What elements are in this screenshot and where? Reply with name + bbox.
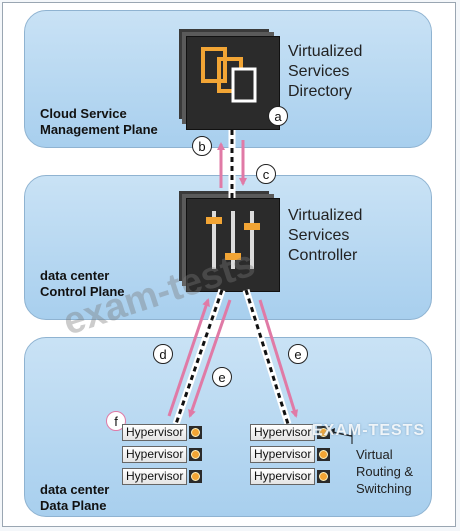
hypervisor-left-3: Hypervisor <box>122 468 203 485</box>
vrs-icon <box>189 470 203 483</box>
hypervisor-right-3: Hypervisor <box>250 468 331 485</box>
vrs-icon <box>317 426 331 439</box>
marker-c: c <box>256 164 276 184</box>
data-plane-label: data center Data Plane <box>40 482 110 513</box>
vrs-label: Virtual Routing & Switching <box>356 447 414 496</box>
services-directory-device <box>186 36 280 130</box>
hypervisor-label: Hypervisor <box>122 424 188 441</box>
hypervisor-left-2: Hypervisor <box>122 446 203 463</box>
hypervisor-left-1: Hypervisor <box>122 424 203 441</box>
management-plane-label: Cloud Service Management Plane <box>40 106 158 137</box>
marker-e-left: e <box>212 367 232 387</box>
services-controller-device <box>186 198 280 292</box>
marker-f: f <box>106 411 126 431</box>
hypervisor-label: Hypervisor <box>250 424 316 441</box>
vrs-icon <box>317 470 331 483</box>
data-plane <box>24 337 432 517</box>
hypervisor-label: Hypervisor <box>250 468 316 485</box>
hypervisor-right-2: Hypervisor <box>250 446 331 463</box>
marker-b: b <box>192 136 212 156</box>
vrs-icon <box>317 448 331 461</box>
controller-label: Virtualized Services Controller <box>288 207 363 264</box>
hypervisor-label: Hypervisor <box>122 446 188 463</box>
marker-a: a <box>268 106 288 126</box>
directory-windows-icon <box>201 47 257 103</box>
marker-d: d <box>153 344 173 364</box>
directory-label: Virtualized Services Directory <box>288 43 363 100</box>
hypervisor-label: Hypervisor <box>250 446 316 463</box>
watermark-small: EXAM-TESTS <box>312 422 426 439</box>
controller-sliders-icon <box>206 211 260 269</box>
control-plane-label: data center Control Plane <box>40 268 125 299</box>
vrs-icon <box>189 448 203 461</box>
vrs-icon <box>189 426 203 439</box>
marker-e-right: e <box>288 344 308 364</box>
hypervisor-right-1: Hypervisor <box>250 424 331 441</box>
hypervisor-label: Hypervisor <box>122 468 188 485</box>
